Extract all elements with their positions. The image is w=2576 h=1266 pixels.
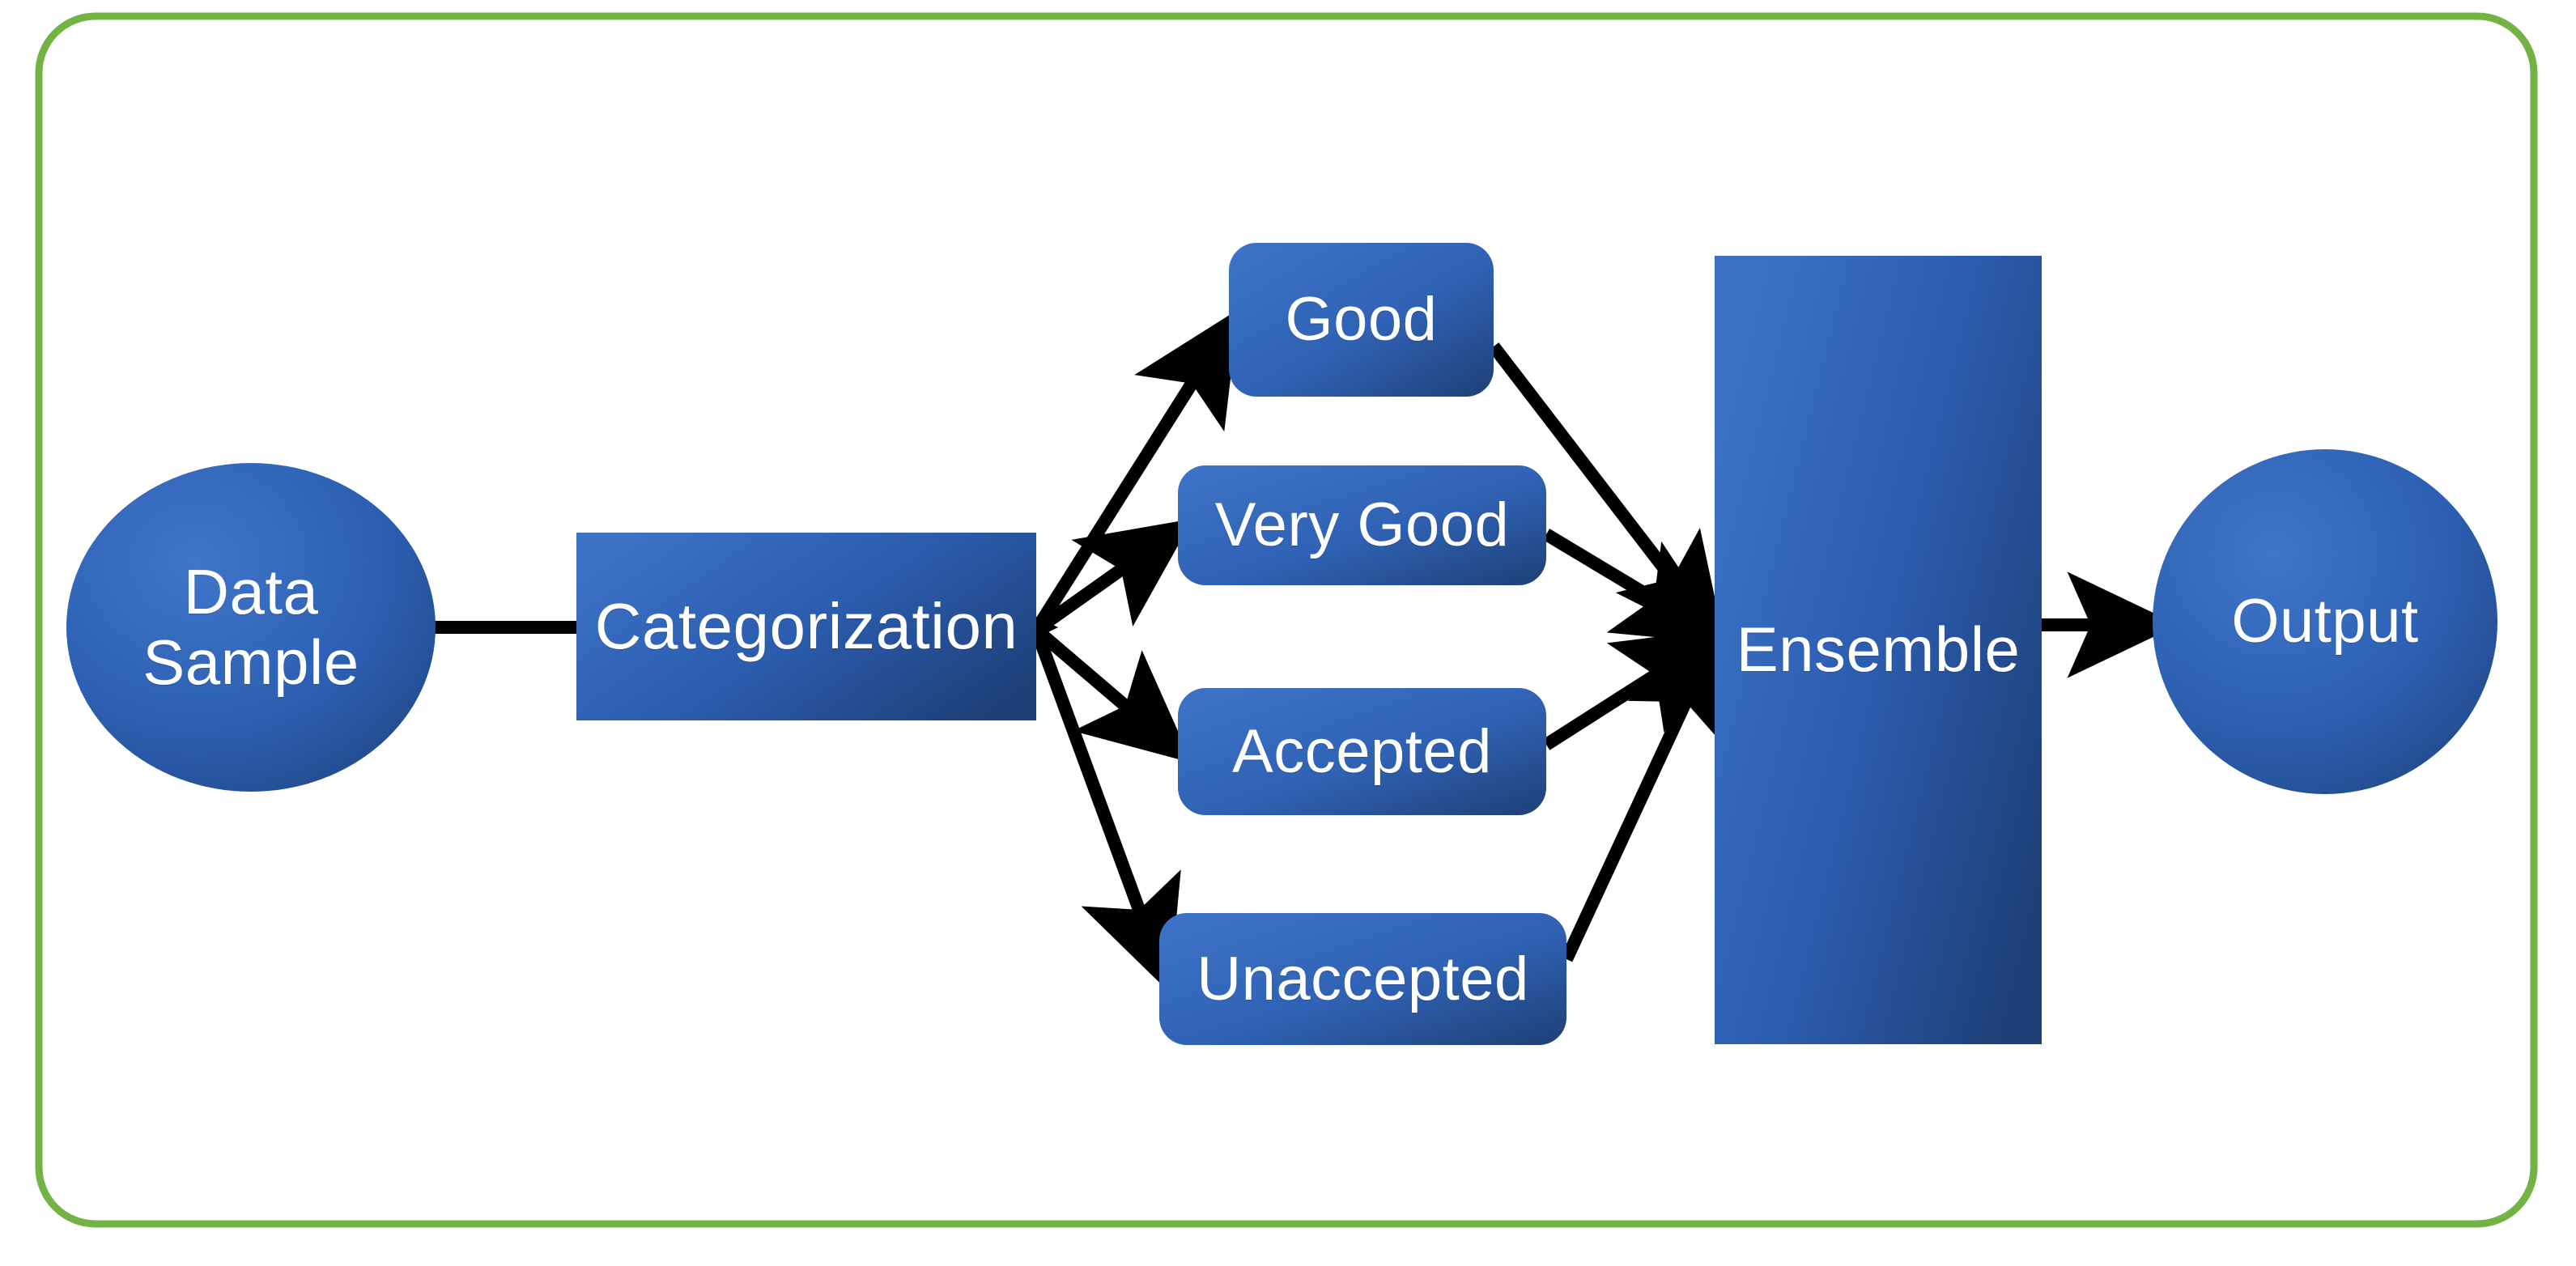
data-sample-shape[interactable] [66,463,436,792]
edge-very-good-to-ensemble [1542,529,1730,644]
ensemble-shape[interactable] [1715,256,2042,1044]
output-shape[interactable] [2153,449,2497,794]
good-shape[interactable] [1229,243,1494,397]
accepted-shape[interactable] [1178,688,1546,815]
edge-categorization-to-very-good [1032,518,1193,635]
outer-rounded-frame [35,12,2538,1228]
node-shape-layer [66,243,2497,1045]
categorization-shape[interactable] [576,533,1036,720]
edge-categorization-to-unaccepted [1030,627,1181,993]
very-good-shape[interactable] [1178,465,1546,585]
unaccepted-shape[interactable] [1159,913,1566,1045]
edge-categorization-to-accepted [1031,624,1192,763]
edge-unaccepted-to-ensemble [1560,622,1724,962]
edge-categorization-to-good [1031,308,1239,634]
